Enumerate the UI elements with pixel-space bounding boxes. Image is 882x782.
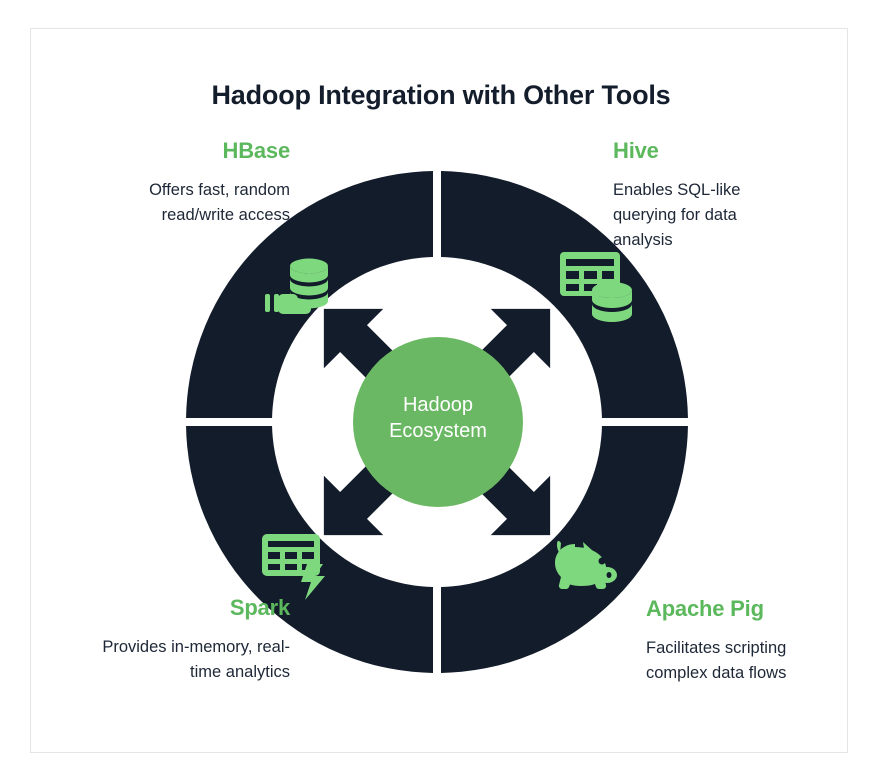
quadrant-title-hbase: HBase <box>222 138 291 163</box>
quadrant-hive[interactable]: Hive Enables SQL-like querying for data … <box>613 138 788 253</box>
quadrant-title-pig: Apache Pig <box>646 596 764 621</box>
table-lightning-icon <box>262 534 325 600</box>
quadrant-hbase[interactable]: HBase Offers fast, random read/write acc… <box>115 138 290 228</box>
spark-icon-wrap <box>261 531 335 606</box>
quadrant-title-hive: Hive <box>613 138 659 163</box>
page-title: Hadoop Integration with Other Tools <box>211 80 671 110</box>
quadrant-pig[interactable]: Apache Pig Facilitates scripting complex… <box>646 596 821 686</box>
quadrant-description-hbase: Offers fast, random read/write access <box>149 181 290 224</box>
pig-icon <box>555 540 617 589</box>
hbase-icon-wrap <box>263 252 343 329</box>
quadrant-description-spark: Provides in-memory, real-time analytics <box>102 638 290 681</box>
quadrant-spark[interactable]: Spark Provides in-memory, real-time anal… <box>100 595 290 685</box>
quadrant-description-pig: Facilitates scripting complex data flows <box>646 639 787 682</box>
quadrant-title-spark: Spark <box>229 595 290 620</box>
pig-icon-wrap <box>549 537 619 600</box>
hive-icon-wrap <box>558 248 638 329</box>
center-circle[interactable] <box>353 337 523 507</box>
ring-separators <box>184 168 690 678</box>
database-stack-hand-icon <box>265 258 328 314</box>
quadrant-description-hive: Enables SQL-like querying for data analy… <box>613 181 741 249</box>
table-database-icon <box>560 252 632 322</box>
